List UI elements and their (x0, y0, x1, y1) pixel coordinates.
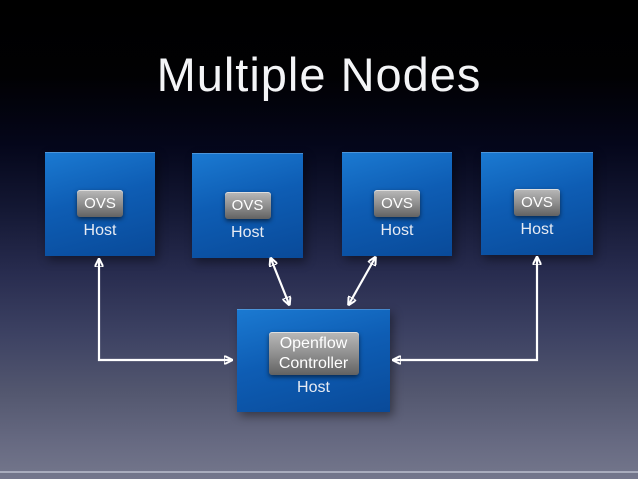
floor-highlight-line (0, 471, 638, 473)
slide-title: Multiple Nodes (156, 48, 482, 101)
host-node-1: OVS Host (45, 152, 155, 256)
arrow-host2-controller (271, 259, 289, 304)
host-node-4: OVS Host (481, 152, 593, 255)
controller-host-label: Host (297, 379, 330, 396)
arrow-host3-controller (349, 258, 375, 304)
openflow-controller-badge: Openflow Controller (268, 332, 359, 375)
ovs-badge-1: OVS (77, 190, 123, 217)
arrow-host4-controller (394, 258, 537, 360)
controller-badge-line-2: Controller (278, 355, 349, 372)
host-label-3: Host (380, 222, 414, 239)
host-node-2: OVS Host (192, 153, 303, 258)
host-label-2: Host (231, 224, 264, 241)
host-label-4: Host (520, 221, 554, 238)
host-label-1: Host (83, 222, 117, 239)
ovs-badge-3: OVS (374, 190, 420, 217)
controller-node: Openflow Controller Host (237, 309, 390, 412)
arrow-host1-controller (99, 260, 231, 360)
controller-badge-line-1: Openflow (279, 335, 348, 352)
ovs-badge-4: OVS (514, 189, 560, 216)
ovs-badge-2: OVS (224, 192, 271, 219)
host-node-3: OVS Host (342, 152, 452, 256)
